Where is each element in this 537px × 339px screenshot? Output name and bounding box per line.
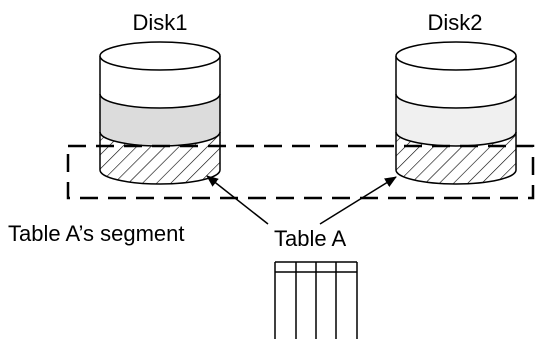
disk-2-cylinder [395,41,517,185]
disk-2-division-2 [395,131,517,147]
disk-2-middle-band [396,94,516,146]
arrow-to-disk-2 [319,176,397,225]
segment-dashed-box [66,144,535,200]
disk-1-cylinder [99,41,221,185]
disk-2-division-1 [395,93,517,109]
disk-2-bottom-arc [395,169,517,185]
disk-1-label: Disk1 [132,10,187,35]
disk-1-top-ellipse [99,41,221,71]
disk-2: Disk2 [395,10,517,185]
table-label: Table A [274,226,346,251]
disk-2-top-ellipse [395,41,517,71]
disk-1-middle-band [100,94,220,146]
disk-1-division-1 [99,93,221,109]
segment-label: Table A’s segment [8,221,185,246]
disk-1-top-section [100,56,220,108]
table-icon [274,261,358,339]
disk-1: Disk1 [99,10,221,185]
arrow-to-disk-1 [206,175,269,225]
disk-2-label: Disk2 [427,10,482,35]
disk-2-top-section [396,56,516,108]
disk-2-segment-hatch [396,132,516,184]
